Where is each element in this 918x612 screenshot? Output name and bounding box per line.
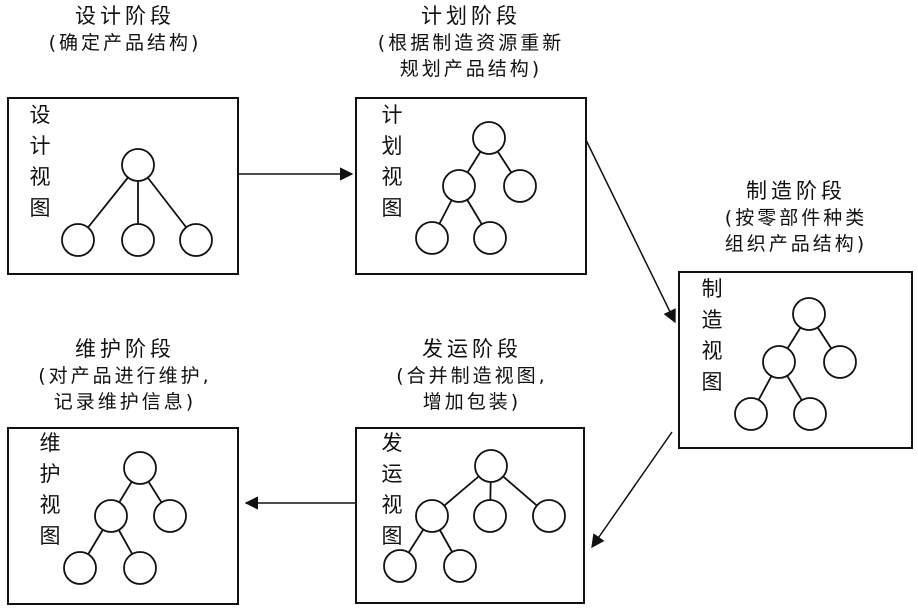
manufacture-stage-label: 制造阶段 (按零部件种类 组织产品结构)	[680, 178, 912, 257]
maintain-view-tree	[63, 451, 187, 585]
ship-view-box	[355, 427, 585, 604]
plan-stage-desc-line2: 规划产品结构)	[399, 58, 543, 80]
manufacture-view-label: 制造视图	[701, 277, 723, 394]
plan-stage-desc-line1: (根据制造资源重新	[377, 32, 565, 54]
design-view-box	[7, 97, 239, 275]
ship-stage-label: 发运阶段 (合并制造视图, 增加包装)	[352, 336, 592, 415]
ship-stage-title: 发运阶段	[422, 337, 522, 361]
design-view-tree	[61, 148, 213, 257]
plan-view-box	[355, 97, 587, 275]
arrow-plan-to-manufacture	[585, 139, 676, 324]
manufacture-view-tree	[734, 297, 857, 431]
manufacture-view-box	[678, 271, 913, 449]
ship-view-tree	[383, 449, 566, 583]
plan-view-tree	[415, 121, 537, 255]
plan-view-label: 计划视图	[381, 103, 403, 220]
manufacture-stage-desc-line2: 组织产品结构)	[724, 233, 868, 255]
design-view-label: 设计视图	[29, 103, 51, 220]
maintain-view-box	[7, 427, 239, 605]
design-stage-desc: (确定产品结构)	[48, 32, 202, 54]
arrow-manufacture-to-ship	[591, 431, 673, 549]
plan-stage-label: 计划阶段 (根据制造资源重新 规划产品结构)	[340, 3, 602, 82]
ship-stage-desc-line1: (合并制造视图,	[396, 365, 548, 387]
maintain-stage-desc-line2: 记录维护信息)	[53, 391, 197, 413]
ship-stage-desc-line2: 增加包装)	[422, 391, 522, 413]
ship-view-label: 发运视图	[381, 431, 403, 548]
design-stage-title: 设计阶段	[75, 4, 175, 28]
manufacture-stage-title: 制造阶段	[746, 179, 846, 203]
maintain-stage-label: 维护阶段 (对产品进行维护, 记录维护信息)	[2, 336, 248, 415]
maintain-stage-desc-line1: (对产品进行维护,	[38, 365, 212, 387]
plan-stage-title: 计划阶段	[421, 4, 521, 28]
maintain-stage-title: 维护阶段	[75, 337, 175, 361]
design-stage-label: 设计阶段 (确定产品结构)	[10, 3, 240, 56]
maintain-view-label: 维护视图	[39, 431, 61, 548]
manufacture-stage-desc-line1: (按零部件种类	[724, 207, 868, 229]
